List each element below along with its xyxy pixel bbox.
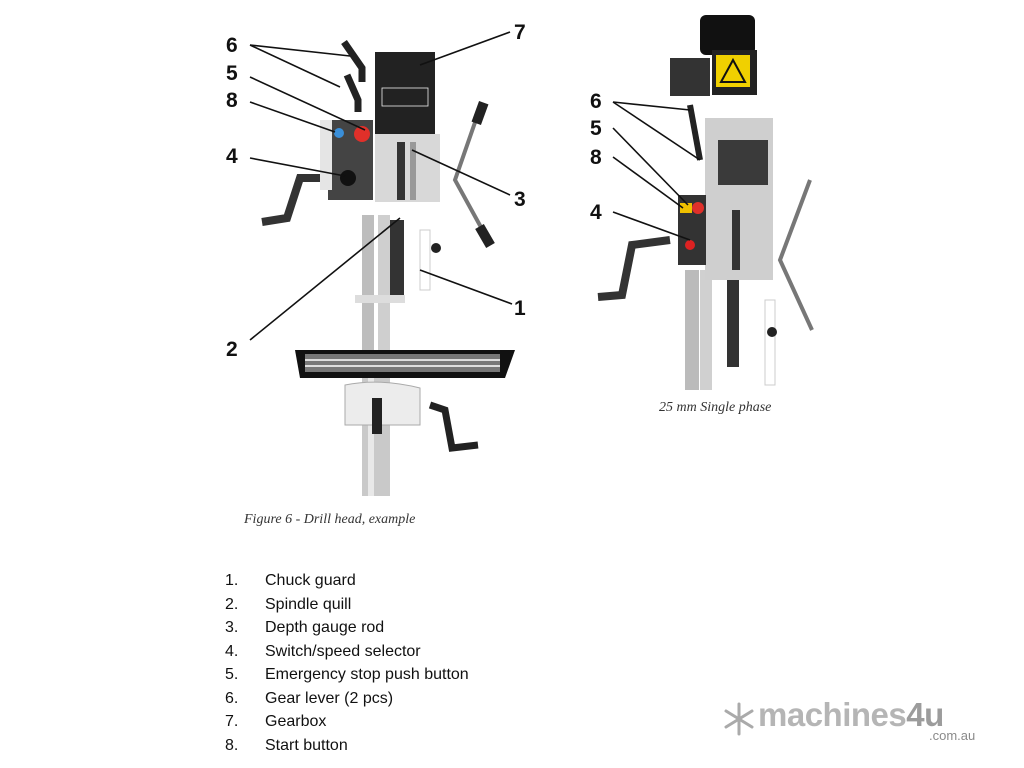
callout-8-left: 8 (226, 89, 238, 112)
callout-lines-left (249, 31, 513, 341)
callout-8-right: 8 (590, 146, 602, 169)
list-label: Gear lever (2 pcs) (265, 689, 394, 707)
figure-caption-left: Figure 6 - Drill head, example (244, 512, 416, 527)
callout-4-right: 4 (590, 201, 602, 224)
callout-6-right: 6 (590, 90, 602, 113)
list-label: Emergency stop push button (265, 666, 469, 683)
list-label: Depth gauge rod (265, 619, 385, 636)
callout-1-left: 1 (514, 297, 526, 320)
list-number: 3. (225, 619, 239, 636)
list-item: 5. Emergency stop push button (225, 665, 469, 689)
list-item: 3. Depth gauge rod (225, 618, 469, 642)
list-item: 7. Gearbox (225, 712, 469, 736)
callout-3-left: 3 (514, 188, 526, 211)
list-number: 6. (225, 689, 239, 707)
list-number: 1. (225, 572, 239, 589)
figure-caption-right: 25 mm Single phase (659, 400, 772, 415)
callout-lines-right (612, 101, 701, 241)
list-number: 4. (225, 642, 239, 660)
watermark-brand: machines4u (758, 696, 944, 733)
list-label: Spindle quill (265, 595, 352, 613)
list-item: 2. Spindle quill (225, 595, 469, 619)
list-number: 8. (225, 736, 239, 754)
list-label: Chuck guard (265, 572, 356, 589)
list-item: 6. Gear lever (2 pcs) (225, 689, 469, 713)
list-label: Switch/speed selector (265, 642, 421, 660)
callout-7-left: 7 (514, 21, 526, 44)
list-label: Gearbox (265, 713, 327, 730)
list-number: 5. (225, 666, 239, 683)
drill-press-right-illustration (597, 15, 814, 390)
callout-4-left: 4 (226, 145, 238, 168)
callout-2-left: 2 (226, 338, 238, 361)
drill-press-left-illustration (261, 40, 515, 496)
list-number: 7. (225, 713, 239, 730)
parts-list: 1. Chuck guard 2. Spindle quill 3. Depth ga… (225, 571, 469, 759)
watermark-domain: .com.au (929, 728, 976, 743)
snowflake-logo-icon (724, 702, 754, 736)
list-number: 2. (225, 595, 239, 613)
callout-6-left: 6 (226, 34, 238, 57)
machines4u-watermark: machines4u .com.au (722, 696, 992, 748)
callout-5-right: 5 (590, 117, 602, 140)
list-item: 4. Switch/speed selector (225, 642, 469, 666)
callout-5-left: 5 (226, 62, 238, 85)
list-item: 1. Chuck guard (225, 571, 469, 595)
list-label: Start button (265, 736, 348, 754)
list-item: 8. Start button (225, 736, 469, 760)
